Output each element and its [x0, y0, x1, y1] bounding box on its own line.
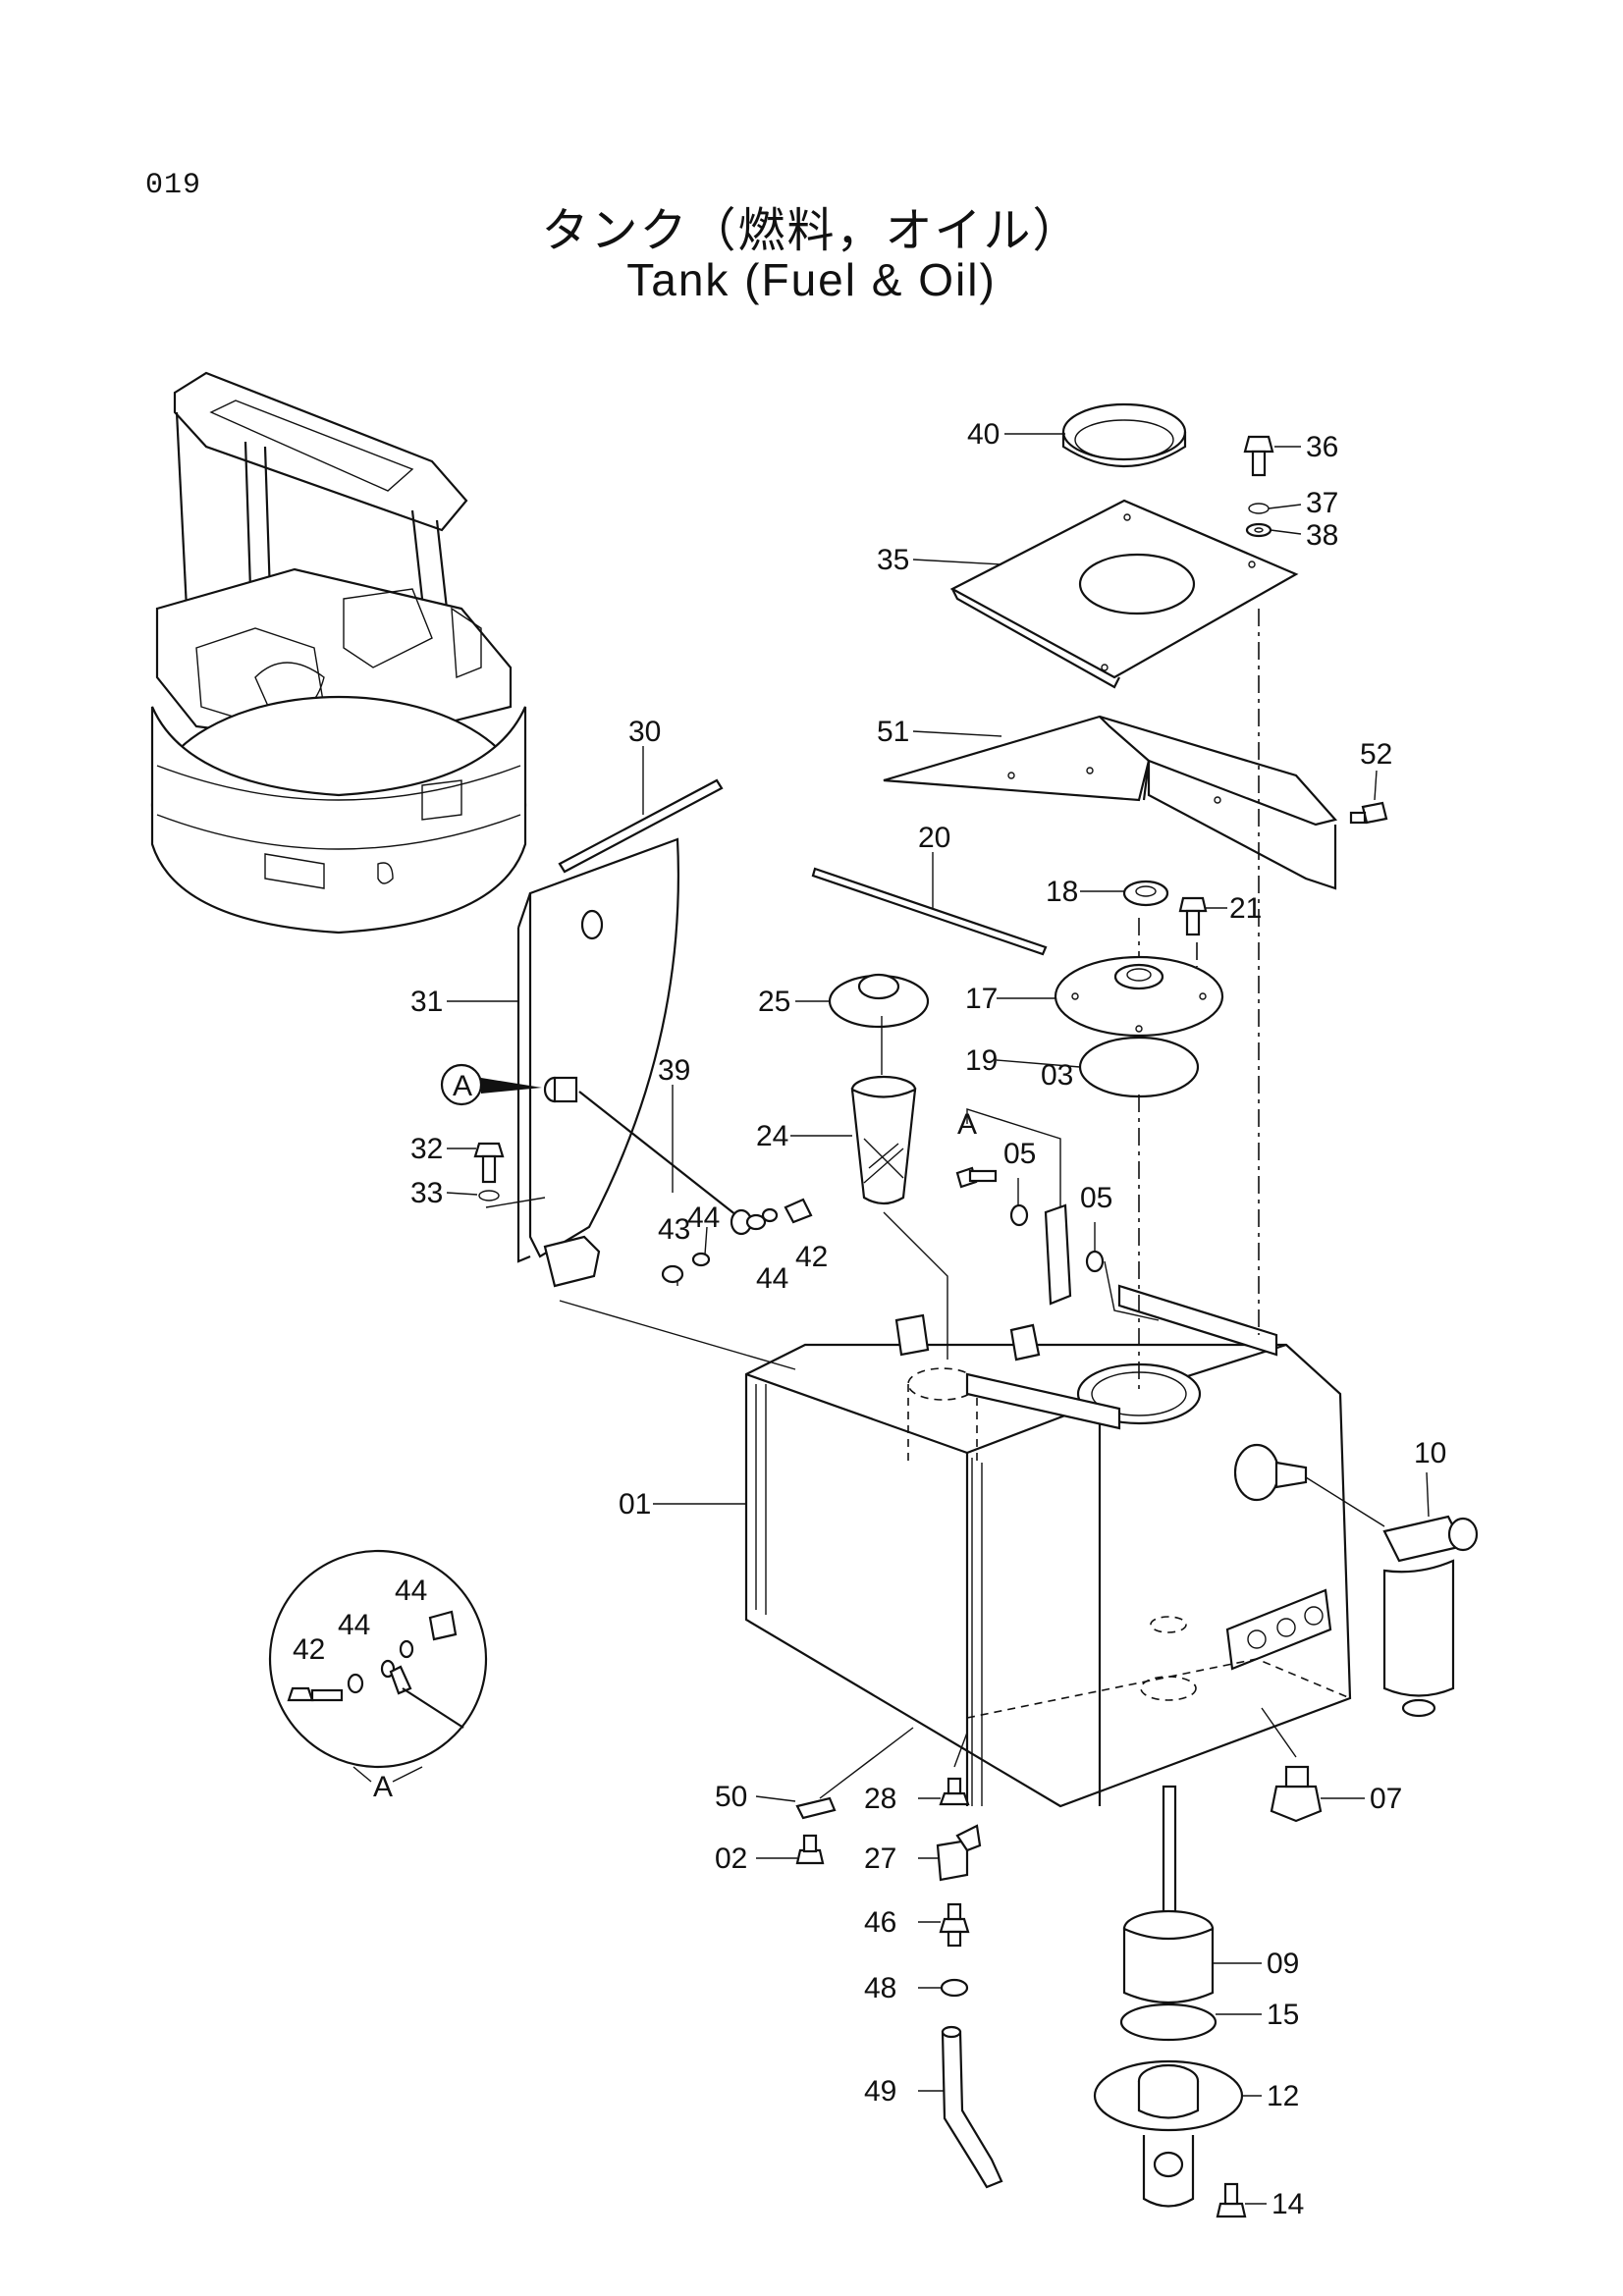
- label-20: 20: [918, 822, 950, 854]
- label-05b: 05: [1080, 1182, 1112, 1214]
- label-05a: 05: [1003, 1138, 1036, 1170]
- part-01-tank: [744, 1284, 1352, 1808]
- part-10-line-filter: [1305, 1476, 1479, 1718]
- label-09: 09: [1267, 1948, 1299, 1980]
- label-50: 50: [715, 1781, 747, 1813]
- part-32-33-bolt-washer: [473, 1142, 505, 1201]
- label-detail-44a: 44: [395, 1575, 427, 1607]
- label-49: 49: [864, 2075, 896, 2108]
- part-40-cover: [1061, 402, 1187, 468]
- part-15-gasket: [1119, 2002, 1217, 2042]
- label-10: 10: [1414, 1437, 1446, 1469]
- page-number: 019: [145, 169, 202, 202]
- leader-lines: [446, 433, 1430, 2205]
- label-a-bracket: A: [957, 1108, 977, 1141]
- label-14: 14: [1271, 2188, 1304, 2220]
- part-19-gasket: [1078, 1036, 1200, 1098]
- assembly-lines: [485, 609, 1297, 1799]
- label-32: 32: [410, 1133, 443, 1165]
- label-37: 37: [1306, 487, 1338, 519]
- part-35-plate: [949, 499, 1299, 689]
- part-49-hose: [941, 2025, 1003, 2189]
- part-02-bolt: [795, 1834, 825, 1865]
- label-19: 19: [965, 1044, 998, 1077]
- label-27: 27: [864, 1842, 896, 1875]
- part-51-cover: [883, 715, 1338, 890]
- label-30: 30: [628, 716, 661, 748]
- part-36-38-bolt-washers: [1243, 435, 1274, 538]
- label-52: 52: [1360, 738, 1392, 771]
- label-01: 01: [619, 1488, 651, 1521]
- part-27-drain-valve: [936, 1824, 982, 1882]
- pointer-a-callout: [440, 1063, 542, 1106]
- part-46-nipple: [939, 1902, 970, 1948]
- label-detail-42: 42: [293, 1633, 325, 1666]
- part-48-clamp: [940, 1978, 969, 1998]
- label-42: 42: [795, 1241, 828, 1273]
- label-02: 02: [715, 1842, 747, 1875]
- label-35: 35: [877, 544, 909, 576]
- part-18-cap: [1122, 880, 1169, 907]
- pointer-a-letter: A: [453, 1070, 472, 1102]
- label-detail-44b: 44: [338, 1609, 370, 1641]
- label-07: 07: [1370, 1783, 1402, 1815]
- label-28: 28: [864, 1783, 896, 1815]
- label-48: 48: [864, 1972, 896, 2004]
- label-33: 33: [410, 1177, 443, 1209]
- label-39: 39: [658, 1054, 690, 1087]
- label-25: 25: [758, 986, 790, 1018]
- part-07-plug: [1270, 1765, 1323, 1823]
- part-20-rod: [811, 867, 1048, 956]
- label-44a: 44: [687, 1201, 720, 1234]
- label-03: 03: [1041, 1059, 1073, 1092]
- label-46: 46: [864, 1906, 896, 1939]
- label-40: 40: [967, 418, 1000, 451]
- title-english: Tank (Fuel & Oil): [626, 254, 997, 305]
- label-12: 12: [1267, 2080, 1299, 2112]
- part-30-rod: [558, 778, 724, 874]
- label-31: 31: [410, 986, 443, 1018]
- part-number-labels: 40 36 37 38 35 51 52 30 20 18 21 31 25 1…: [293, 418, 1446, 2220]
- part-09-suction-filter: [1122, 1785, 1215, 2004]
- part-50-plate: [795, 1796, 837, 1820]
- label-44b: 44: [756, 1262, 788, 1295]
- detail-view-a: [268, 1549, 488, 1769]
- part-14-bolt: [1216, 2182, 1247, 2218]
- part-52-bolt: [1349, 801, 1388, 825]
- label-17: 17: [965, 983, 998, 1015]
- label-24: 24: [756, 1120, 788, 1152]
- part-25-filter-cap: [828, 973, 930, 1029]
- label-51: 51: [877, 716, 909, 748]
- label-36: 36: [1306, 431, 1338, 463]
- label-21: 21: [1229, 892, 1262, 925]
- part-12-cover: [1093, 2059, 1244, 2208]
- part-28-drain-plug: [939, 1777, 970, 1806]
- part-24-strainer: [850, 1075, 917, 1205]
- label-18: 18: [1046, 876, 1078, 908]
- label-43: 43: [658, 1213, 690, 1246]
- detail-view-a-label: A: [373, 1771, 393, 1803]
- label-38: 38: [1306, 519, 1338, 552]
- part-42-44-fasteners: [661, 1198, 813, 1284]
- part-17-flange: [1054, 955, 1224, 1038]
- part-21-bolt: [1178, 896, 1208, 936]
- part-31-panel: [516, 837, 680, 1288]
- title-japanese: タンク（燃料，オイル）: [541, 203, 1082, 258]
- machine-overview-illustration: [150, 371, 527, 934]
- label-15: 15: [1267, 1999, 1299, 2031]
- part-39-latch-cable: [543, 1076, 753, 1236]
